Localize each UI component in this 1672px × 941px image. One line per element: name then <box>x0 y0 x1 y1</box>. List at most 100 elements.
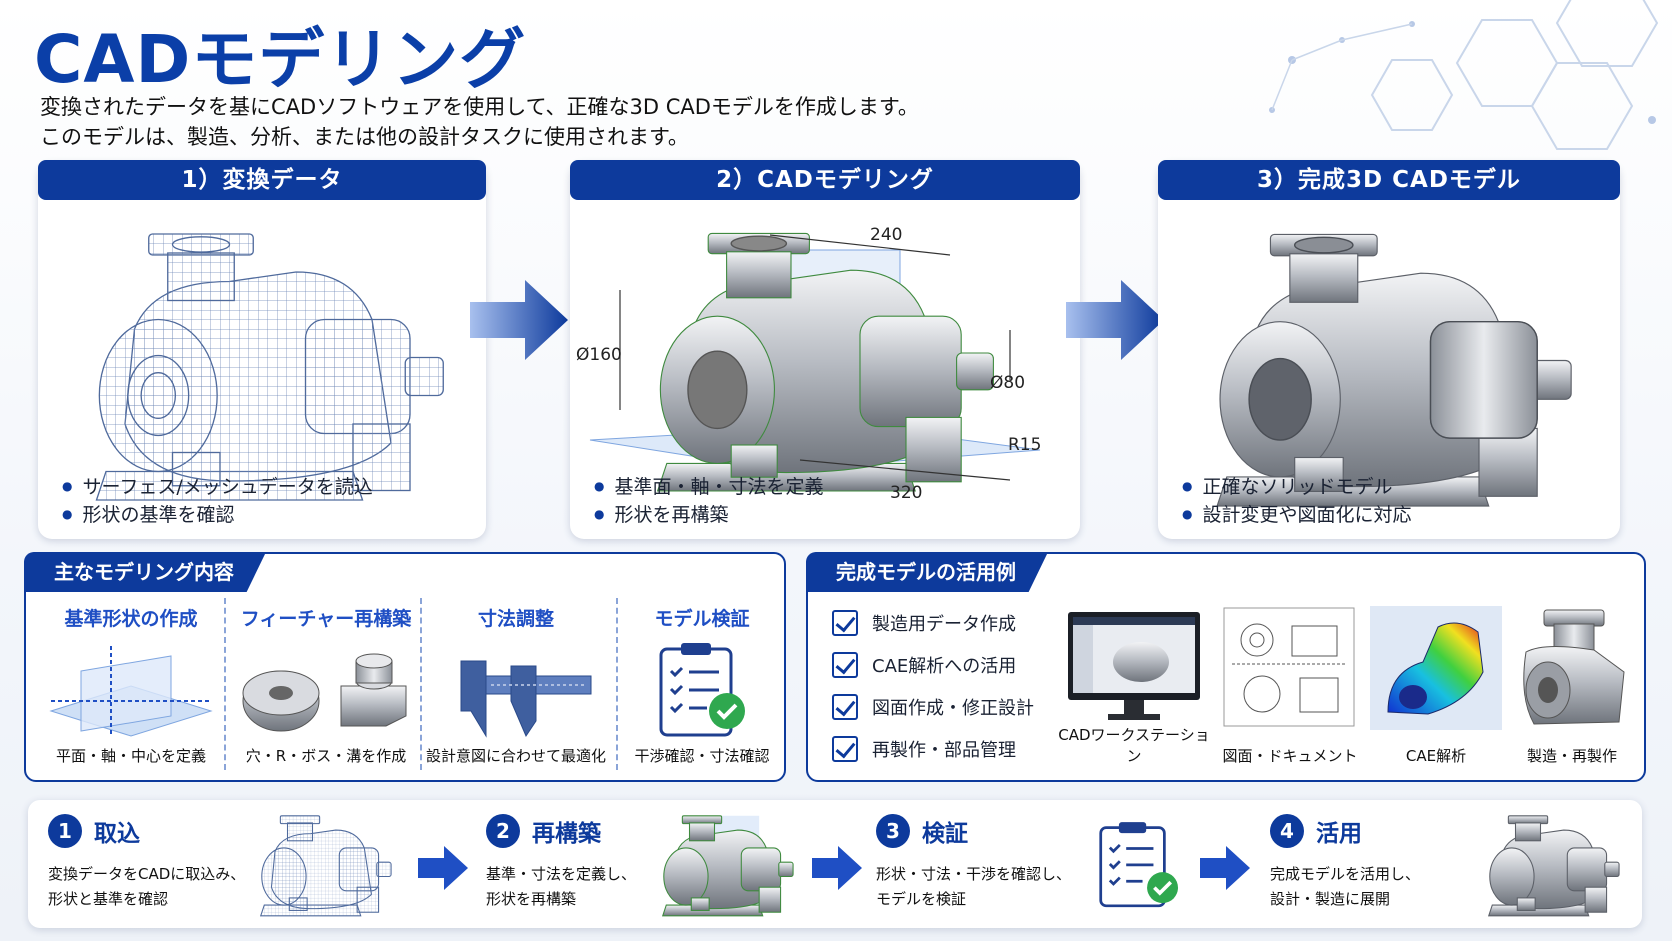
step-desc-line: 形状を再構築 <box>486 890 577 908</box>
right-arrow-icon <box>1200 846 1250 890</box>
bullet: 正確なソリッドモデル <box>1182 473 1412 501</box>
use-caption: 製造・再製作 <box>1526 747 1617 765</box>
step-desc-line: 設計・製造に展開 <box>1270 890 1391 908</box>
col-caption: 穴・R・ボス・溝を作成 <box>245 747 407 765</box>
col-title: 基準形状の作成 <box>64 608 198 630</box>
mesh-pump-image <box>95 233 444 501</box>
dim-320: 320 <box>890 483 922 503</box>
step-description: 基準・寸法を定義し、 形状を再構築 <box>486 862 656 912</box>
checkbox-checked-icon <box>832 736 858 762</box>
step-desc-line: 形状と基準を確認 <box>48 890 169 908</box>
mesh-pump-thumbnail <box>260 815 392 917</box>
bullet: 形状の基準を確認 <box>62 501 373 529</box>
divider <box>224 598 226 770</box>
use-cae-analysis: CAE解析 <box>1368 602 1504 772</box>
stage-3-bullets: 正確なソリッドモデル 設計変更や図面化に対応 <box>1182 473 1412 529</box>
cast-part-icon <box>1523 609 1625 725</box>
reference-planes-icon <box>49 646 213 737</box>
stage-card-cad-modeling: 2）CADモデリング 240 Ø160 Ø80 R15 320 基準面・軸・寸法… <box>570 160 1080 539</box>
col-title: モデル検証 <box>654 608 750 630</box>
step-title: 活用 <box>1316 821 1362 847</box>
dim-dia-80: Ø80 <box>990 373 1025 393</box>
modeling-col-features: フィーチャー再構築 穴・R・ボス・溝を作成 <box>231 604 421 774</box>
check-item: 図面作成・修正設計 <box>832 694 1034 736</box>
stage-1-bullets: サーフェス/メッシュデータを読込 形状の基準を確認 <box>62 473 373 529</box>
hexagon-background <box>1269 0 1659 150</box>
feature-parts-icon <box>242 653 407 732</box>
solid-pump-image <box>1216 233 1572 507</box>
step-import: 1 取込 変換データをCADに取込み、 形状と基準を確認 <box>48 814 268 918</box>
modeling-col-reference: 基準形状の作成 平面・軸・中心を定義 <box>36 604 226 774</box>
step-utilize: 4 活用 完成モデルを活用し、 設計・製造に展開 <box>1270 814 1470 918</box>
checkbox-checked-icon <box>832 652 858 678</box>
bullet: サーフェス/メッシュデータを読込 <box>62 473 372 501</box>
subtitle-line-1: 変換されたデータを基にCADソフトウェアを使用して、正確な3D CADモデルを作… <box>40 95 919 119</box>
check-label: 製造用データ作成 <box>872 614 1016 635</box>
right-arrow-icon <box>418 846 468 890</box>
right-arrow-icon <box>812 846 862 890</box>
page-title: CADモデリング <box>34 21 527 98</box>
col-title: 寸法調整 <box>477 608 554 630</box>
stage-2-bullets: 基準面・軸・寸法を定義 形状を再構築 <box>594 473 824 529</box>
step-desc-line: 基準・寸法を定義し、 <box>486 865 637 883</box>
col-title: フィーチャー再構築 <box>240 608 412 630</box>
caliper-icon <box>460 660 592 738</box>
use-manufacturing: 製造・再製作 <box>1504 602 1640 772</box>
stage-card-converted-data: 1）変換データ サーフェス/メッシュデータを読込 形状の基準を確認 <box>38 160 486 539</box>
bullet: 基準面・軸・寸法を定義 <box>594 473 823 501</box>
modeling-content-panel: 主なモデリング内容 基準形状の作成 平面・軸・中心を定義 フィーチャー再構築 穴… <box>24 552 786 782</box>
bullet: 設計変更や図面化に対応 <box>1182 501 1411 529</box>
usage-examples-panel: 完成モデルの活用例 製造用データ作成 CAE解析への活用 図面作成・修正設計 再… <box>806 552 1646 782</box>
stage-1-title: 1）変換データ <box>38 160 486 200</box>
step-desc-line: 変換データをCADに取込み、 <box>48 865 246 883</box>
page-subtitle: 変換されたデータを基にCADソフトウェアを使用して、正確な3D CADモデルを作… <box>40 92 919 152</box>
col-caption: 平面・軸・中心を定義 <box>55 747 206 765</box>
check-label: 図面作成・修正設計 <box>872 698 1034 719</box>
check-item: 再製作・部品管理 <box>832 736 1034 778</box>
checkbox-checked-icon <box>832 610 858 636</box>
col-caption: 干渉確認・寸法確認 <box>634 747 770 765</box>
bullet: 形状を再構築 <box>594 501 824 529</box>
modeling-col-verify: モデル検証 干渉確認・寸法確認 <box>622 604 782 774</box>
use-caption: 図面・ドキュメント <box>1222 747 1358 765</box>
right-arrow-icon <box>470 280 568 360</box>
step-number: 4 <box>1270 814 1304 848</box>
step-number: 1 <box>48 814 82 848</box>
clipboard-check-icon <box>1099 822 1178 908</box>
modeling-col-dimensions: 寸法調整 設計意図に合わせて最適化 <box>426 604 606 774</box>
step-description: 完成モデルを活用し、 設計・製造に展開 <box>1270 862 1470 912</box>
dim-r15: R15 <box>1008 435 1041 455</box>
use-cad-workstation: CADワークステーション <box>1058 602 1210 772</box>
cad-pump-image: 240 Ø160 Ø80 R15 320 <box>576 225 1041 503</box>
cae-heatmap-icon <box>1370 606 1502 730</box>
subtitle-line-2: このモデルは、製造、分析、または他の設計タスクに使用されます。 <box>40 125 689 149</box>
step-description: 変換データをCADに取込み、 形状と基準を確認 <box>48 862 268 912</box>
step-title: 検証 <box>922 821 968 847</box>
divider <box>616 598 618 770</box>
usage-checklist: 製造用データ作成 CAE解析への活用 図面作成・修正設計 再製作・部品管理 <box>832 610 1034 778</box>
check-item: CAE解析への活用 <box>832 652 1034 694</box>
step-verify: 3 検証 形状・寸法・干渉を確認し、 モデルを検証 <box>876 814 1086 918</box>
clipboard-check-icon <box>659 643 745 737</box>
stage-3-title: 3）完成3D CADモデル <box>1158 160 1620 200</box>
use-caption: CADワークステーション <box>1058 726 1210 765</box>
dim-240: 240 <box>870 225 902 245</box>
drawing-document-icon <box>1223 607 1355 727</box>
check-item: 製造用データ作成 <box>832 610 1034 652</box>
usage-panel-tab: 完成モデルの活用例 <box>806 552 1048 592</box>
step-title: 取込 <box>94 821 140 847</box>
monitor-icon <box>1068 612 1200 720</box>
solid-pump-thumbnail <box>1488 815 1620 917</box>
step-desc-line: モデルを検証 <box>876 890 967 908</box>
col-caption: 設計意図に合わせて最適化 <box>426 747 607 765</box>
step-desc-line: 形状・寸法・干渉を確認し、 <box>876 865 1072 883</box>
step-title: 再構築 <box>532 821 601 847</box>
stage-2-title: 2）CADモデリング <box>570 160 1080 200</box>
stage-card-final-model: 3）完成3D CADモデル 正確なソリッドモデル 設計変更や図面化に対応 <box>1158 160 1620 539</box>
check-label: 再製作・部品管理 <box>872 740 1016 761</box>
cad-pump-thumbnail <box>662 815 794 917</box>
step-number: 3 <box>876 814 910 848</box>
dim-dia-160: Ø160 <box>576 345 622 365</box>
